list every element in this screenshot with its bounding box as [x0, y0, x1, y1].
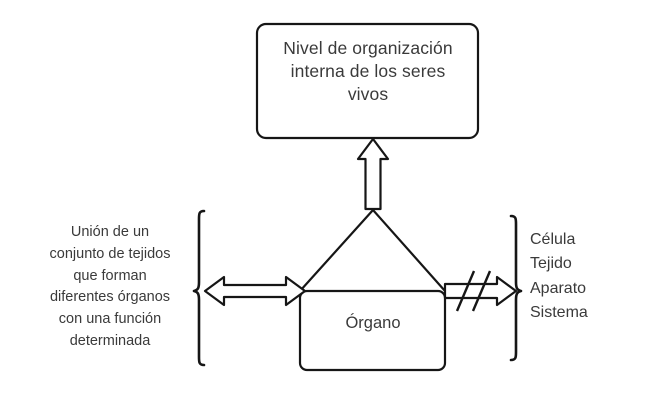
up-arrow-shape [356, 137, 390, 211]
center-node-label: Órgano [345, 314, 401, 332]
left-brace-icon [192, 209, 206, 367]
right-note-label: Célula Tejido Aparato Sistema [530, 231, 588, 321]
center-node-body-shape [298, 289, 447, 372]
slash-mark-icon-2 [471, 270, 492, 312]
title-box-label: Nivel de organización interna de los ser… [283, 38, 453, 105]
title-box-shape [255, 22, 480, 140]
slash-mark-icon-1 [455, 270, 476, 312]
left-note-label: Unión de un conjunto de tejidos que form… [49, 224, 171, 349]
right-brace-icon [509, 214, 523, 362]
left-double-arrow-shape [203, 275, 307, 307]
center-node-roof-shape [298, 208, 447, 293]
